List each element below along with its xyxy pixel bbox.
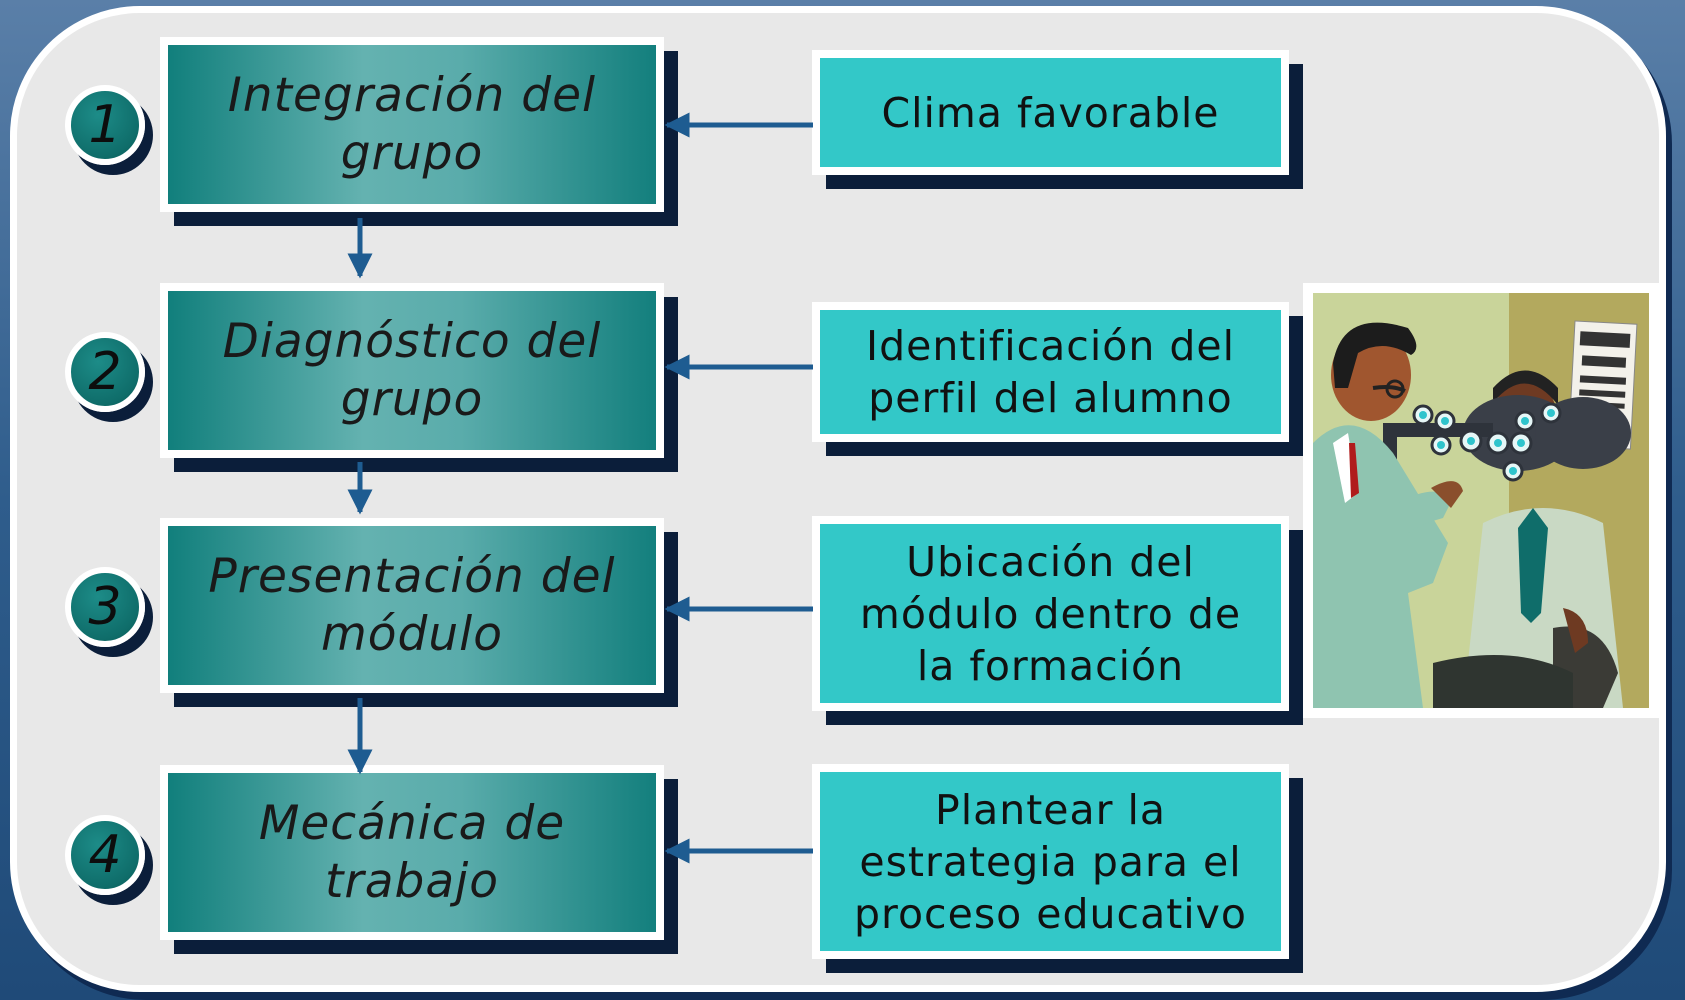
step-box-1: Integración del grupo: [160, 37, 664, 212]
step-label-4: Mecánica de trabajo: [258, 795, 566, 909]
detail-box-1: Clima favorable: [812, 50, 1289, 175]
eye-exam-illustration: [1303, 283, 1659, 718]
step-label-2: Diagnóstico del grupo: [222, 313, 602, 427]
step-number-4: 4: [88, 825, 122, 885]
detail-label-3: Ubicación del módulo dentro de la formac…: [859, 537, 1242, 690]
step-box-4: Mecánica de trabajo: [160, 765, 664, 940]
step-number-badge-4: 4: [65, 815, 145, 895]
step-number-3: 3: [88, 577, 122, 637]
detail-box-2: Identificación del perfil del alumno: [812, 302, 1289, 442]
step-number-badge-2: 2: [65, 332, 145, 412]
step-box-2: Diagnóstico del grupo: [160, 283, 664, 458]
detail-label-4: Plantear la estrategia para el proceso e…: [853, 785, 1248, 938]
detail-label-2: Identificación del perfil del alumno: [866, 322, 1235, 422]
step-label-1: Integración del grupo: [227, 67, 597, 181]
detail-label-1: Clima favorable: [881, 88, 1220, 137]
eye-exam-clipart-icon: [1313, 293, 1649, 708]
step-number-2: 2: [88, 342, 122, 402]
doctor: [1313, 322, 1463, 708]
step-label-3: Presentación del módulo: [208, 548, 616, 662]
step-number-1: 1: [88, 95, 122, 155]
step-number-badge-1: 1: [65, 85, 145, 165]
phoropter: [1383, 395, 1631, 553]
step-box-3: Presentación del módulo: [160, 518, 664, 693]
detail-box-3: Ubicación del módulo dentro de la formac…: [812, 516, 1289, 711]
step-number-badge-3: 3: [65, 567, 145, 647]
detail-box-4: Plantear la estrategia para el proceso e…: [812, 764, 1289, 959]
